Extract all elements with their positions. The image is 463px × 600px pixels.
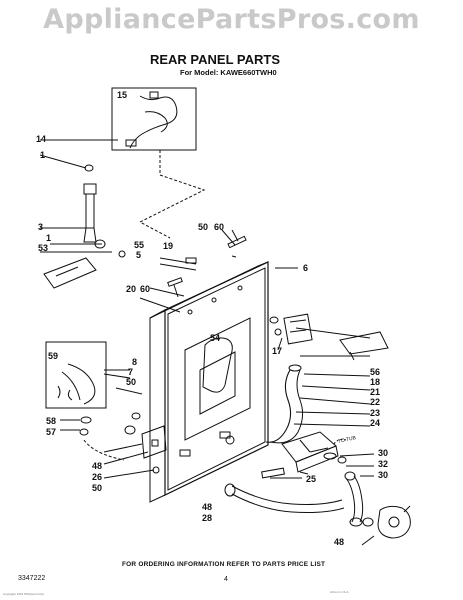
drain-hose-kit-box: [45, 341, 107, 409]
callout-60a: 60: [214, 222, 225, 232]
callout-48b: 48: [202, 502, 213, 512]
timer-bracket: [269, 313, 313, 345]
callout-1b: 1: [46, 233, 52, 243]
callout-8: 8: [132, 357, 138, 367]
callout-25: 25: [306, 474, 317, 484]
callout-53: 53: [38, 243, 49, 253]
callout-19: 19: [163, 241, 174, 251]
water-pump: [377, 505, 411, 539]
callout-48a: 48: [92, 461, 103, 471]
callout-50b: 50: [126, 377, 137, 387]
callout-50a: 50: [198, 222, 209, 232]
model-subtitle: For Model: KAWE660TWH0: [180, 68, 277, 77]
callout-48c: 48: [334, 537, 345, 547]
callout-1: 1: [40, 150, 46, 160]
callout-50c: 50: [92, 483, 103, 493]
callout-60b: 60: [140, 284, 151, 294]
callout-26: 26: [92, 472, 103, 482]
bracket-53: [43, 257, 97, 289]
fine-print-right: Litho in U.S.A.: [330, 590, 350, 594]
callout-30a: 30: [378, 448, 389, 458]
diagram-title: REAR PANEL PARTS: [149, 52, 280, 67]
callout-54: 54: [210, 333, 221, 343]
watermark: AppliancePartsPros.com: [43, 4, 420, 35]
callout-20: 20: [126, 284, 137, 294]
callout-7: 7: [128, 367, 134, 377]
callout-24: 24: [370, 418, 381, 428]
callout-15: 15: [117, 90, 128, 100]
callout-30b: 30: [378, 470, 389, 480]
document-number: 3347222: [18, 575, 46, 582]
callout-55: 55: [134, 240, 145, 250]
callout-58: 58: [46, 416, 57, 426]
callout-18: 18: [370, 377, 381, 387]
callout-3: 3: [38, 222, 44, 232]
callout-32: 32: [378, 459, 389, 469]
callout-17: 17: [272, 346, 283, 356]
callout-21: 21: [370, 387, 381, 397]
page-number: 4: [224, 576, 228, 583]
callout-57: 57: [46, 427, 57, 437]
callout-5: 5: [136, 250, 142, 260]
power-cord-kit: [111, 87, 197, 151]
callout-6: 6: [303, 263, 309, 273]
callout-59: 59: [48, 351, 59, 361]
ordering-note: FOR ORDERING INFORMATION REFER TO PARTS …: [122, 561, 326, 568]
fine-print-left: Copyright 1991 Whirlpool Corp.: [3, 592, 45, 596]
callout-22: 22: [370, 397, 381, 407]
callout-28: 28: [202, 513, 213, 523]
callout-14: 14: [36, 134, 47, 144]
pump-bracket: [124, 412, 167, 459]
drain-hose: [224, 483, 345, 513]
to-tub-annotation: TO TUB: [337, 435, 357, 445]
callout-23: 23: [370, 408, 381, 418]
drain-pump: [281, 431, 339, 473]
callout-56: 56: [370, 367, 381, 377]
